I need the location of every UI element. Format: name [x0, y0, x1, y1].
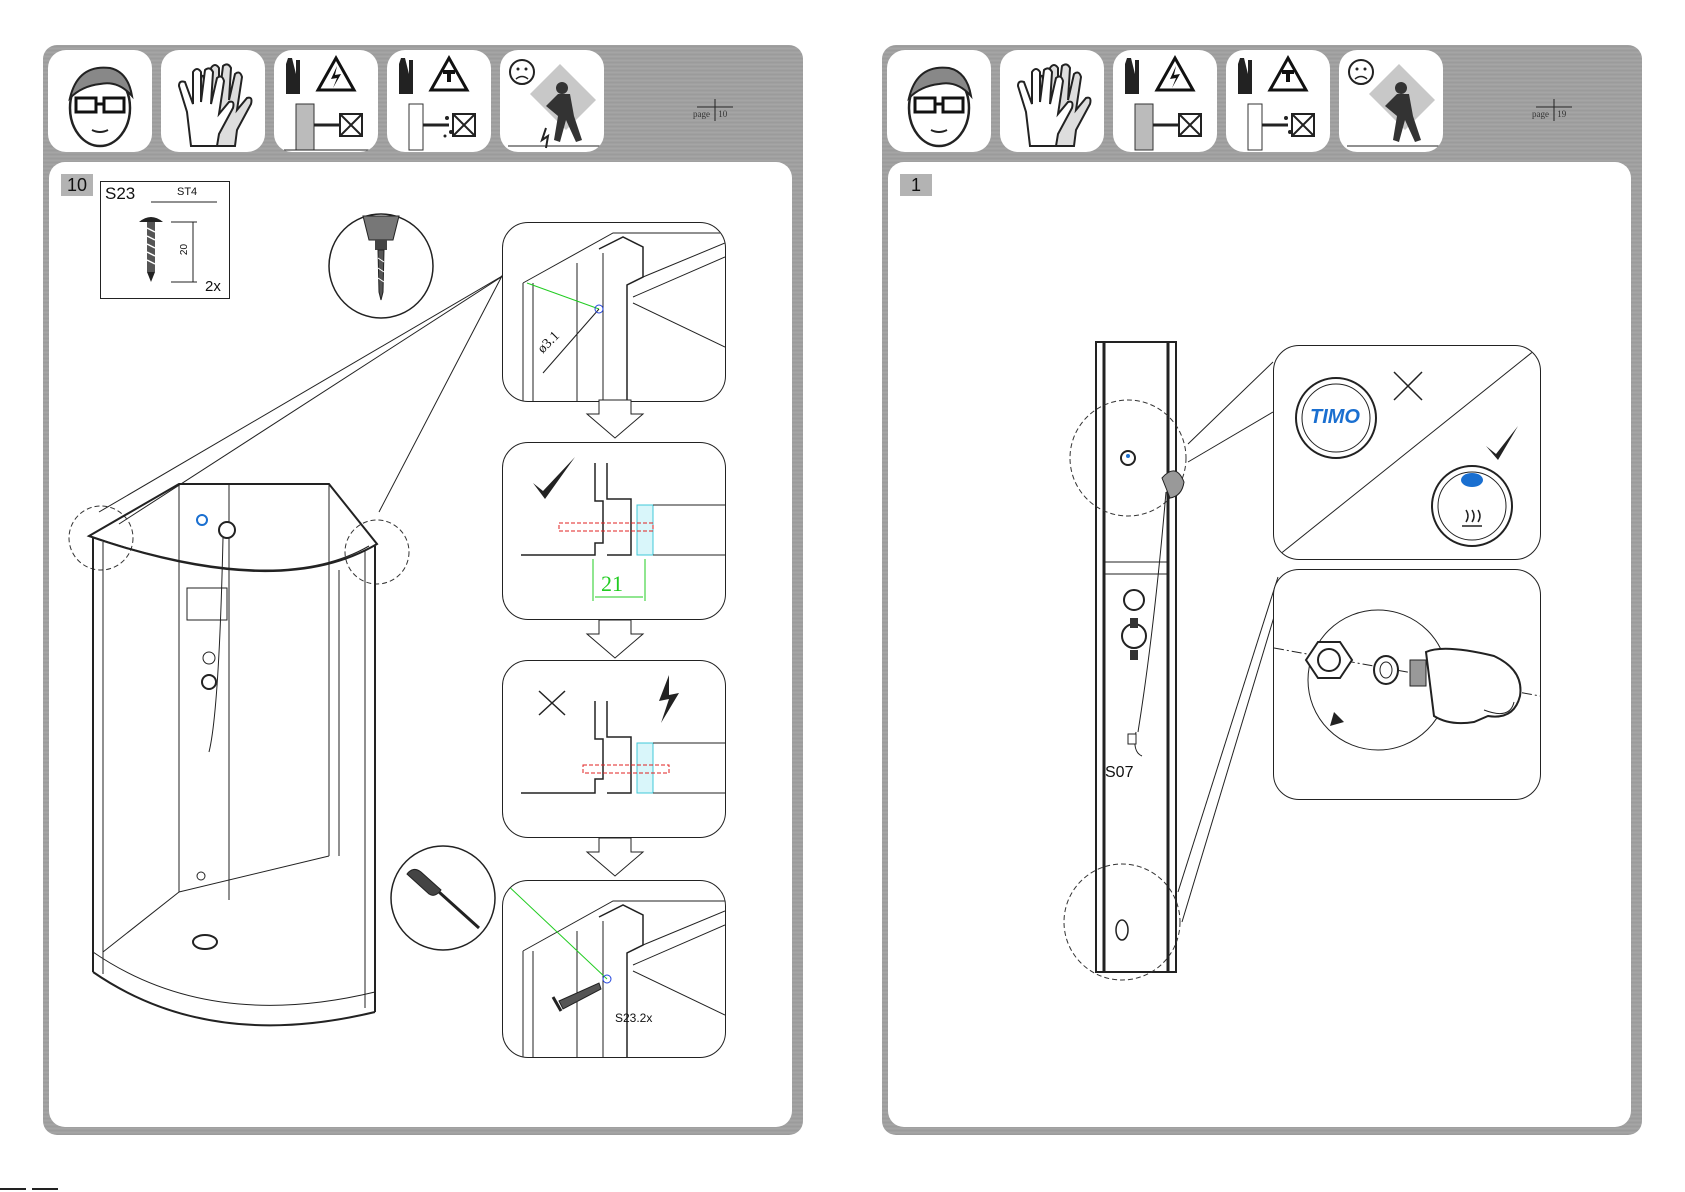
screw-callout-label: S23.2x	[615, 1011, 652, 1025]
water-pipe-warning-icon	[1226, 50, 1330, 152]
instruction-panel: 10 S23 ST4 20 2x	[49, 162, 792, 1127]
safety-glasses-icon	[887, 50, 991, 152]
step-number: 1	[900, 174, 932, 196]
callout-correct-installation: 21	[502, 442, 726, 620]
part-box: S23 ST4 20 2x	[100, 181, 230, 299]
crop-mark	[0, 1188, 26, 1190]
part-code: S07	[1105, 764, 1133, 782]
fall-hazard-icon	[500, 50, 604, 152]
gloves-icon	[161, 50, 265, 152]
right-page: page 19 1	[882, 45, 1642, 1135]
shower-cabin-drawing	[59, 452, 529, 1032]
step-number: 10	[61, 174, 93, 196]
electric-shock-warning-icon	[1113, 50, 1217, 152]
fall-hazard-icon	[1339, 50, 1443, 152]
callout-drill-position: ø3.1	[502, 222, 726, 402]
safety-glasses-icon	[48, 50, 152, 152]
instruction-panel: 1	[888, 162, 1631, 1127]
part-quantity: 2x	[205, 278, 221, 295]
arrow-down-2	[585, 620, 645, 660]
arrow-down-1	[585, 400, 645, 440]
callout-screw-fastening: S23.2x	[502, 880, 726, 1058]
callout-button-orientation: TIMO	[1273, 345, 1541, 560]
water-pipe-warning-icon	[387, 50, 491, 152]
page-number: page 10	[693, 109, 727, 119]
brand-logo: TIMO	[1310, 406, 1360, 429]
left-page: page 10 10 S23 ST4 20 2x	[43, 45, 803, 1135]
callout-hose-connector	[1273, 569, 1541, 800]
drill-detail	[327, 212, 437, 322]
arrow-down-3	[585, 838, 645, 878]
callout-wrong-installation	[502, 660, 726, 838]
electric-shock-warning-icon	[274, 50, 378, 152]
page-number: page 19	[1532, 109, 1566, 119]
gloves-icon	[1000, 50, 1104, 152]
crop-mark	[32, 1188, 58, 1190]
dimension-21: 21	[601, 571, 623, 597]
screw-length: 20	[179, 244, 190, 255]
